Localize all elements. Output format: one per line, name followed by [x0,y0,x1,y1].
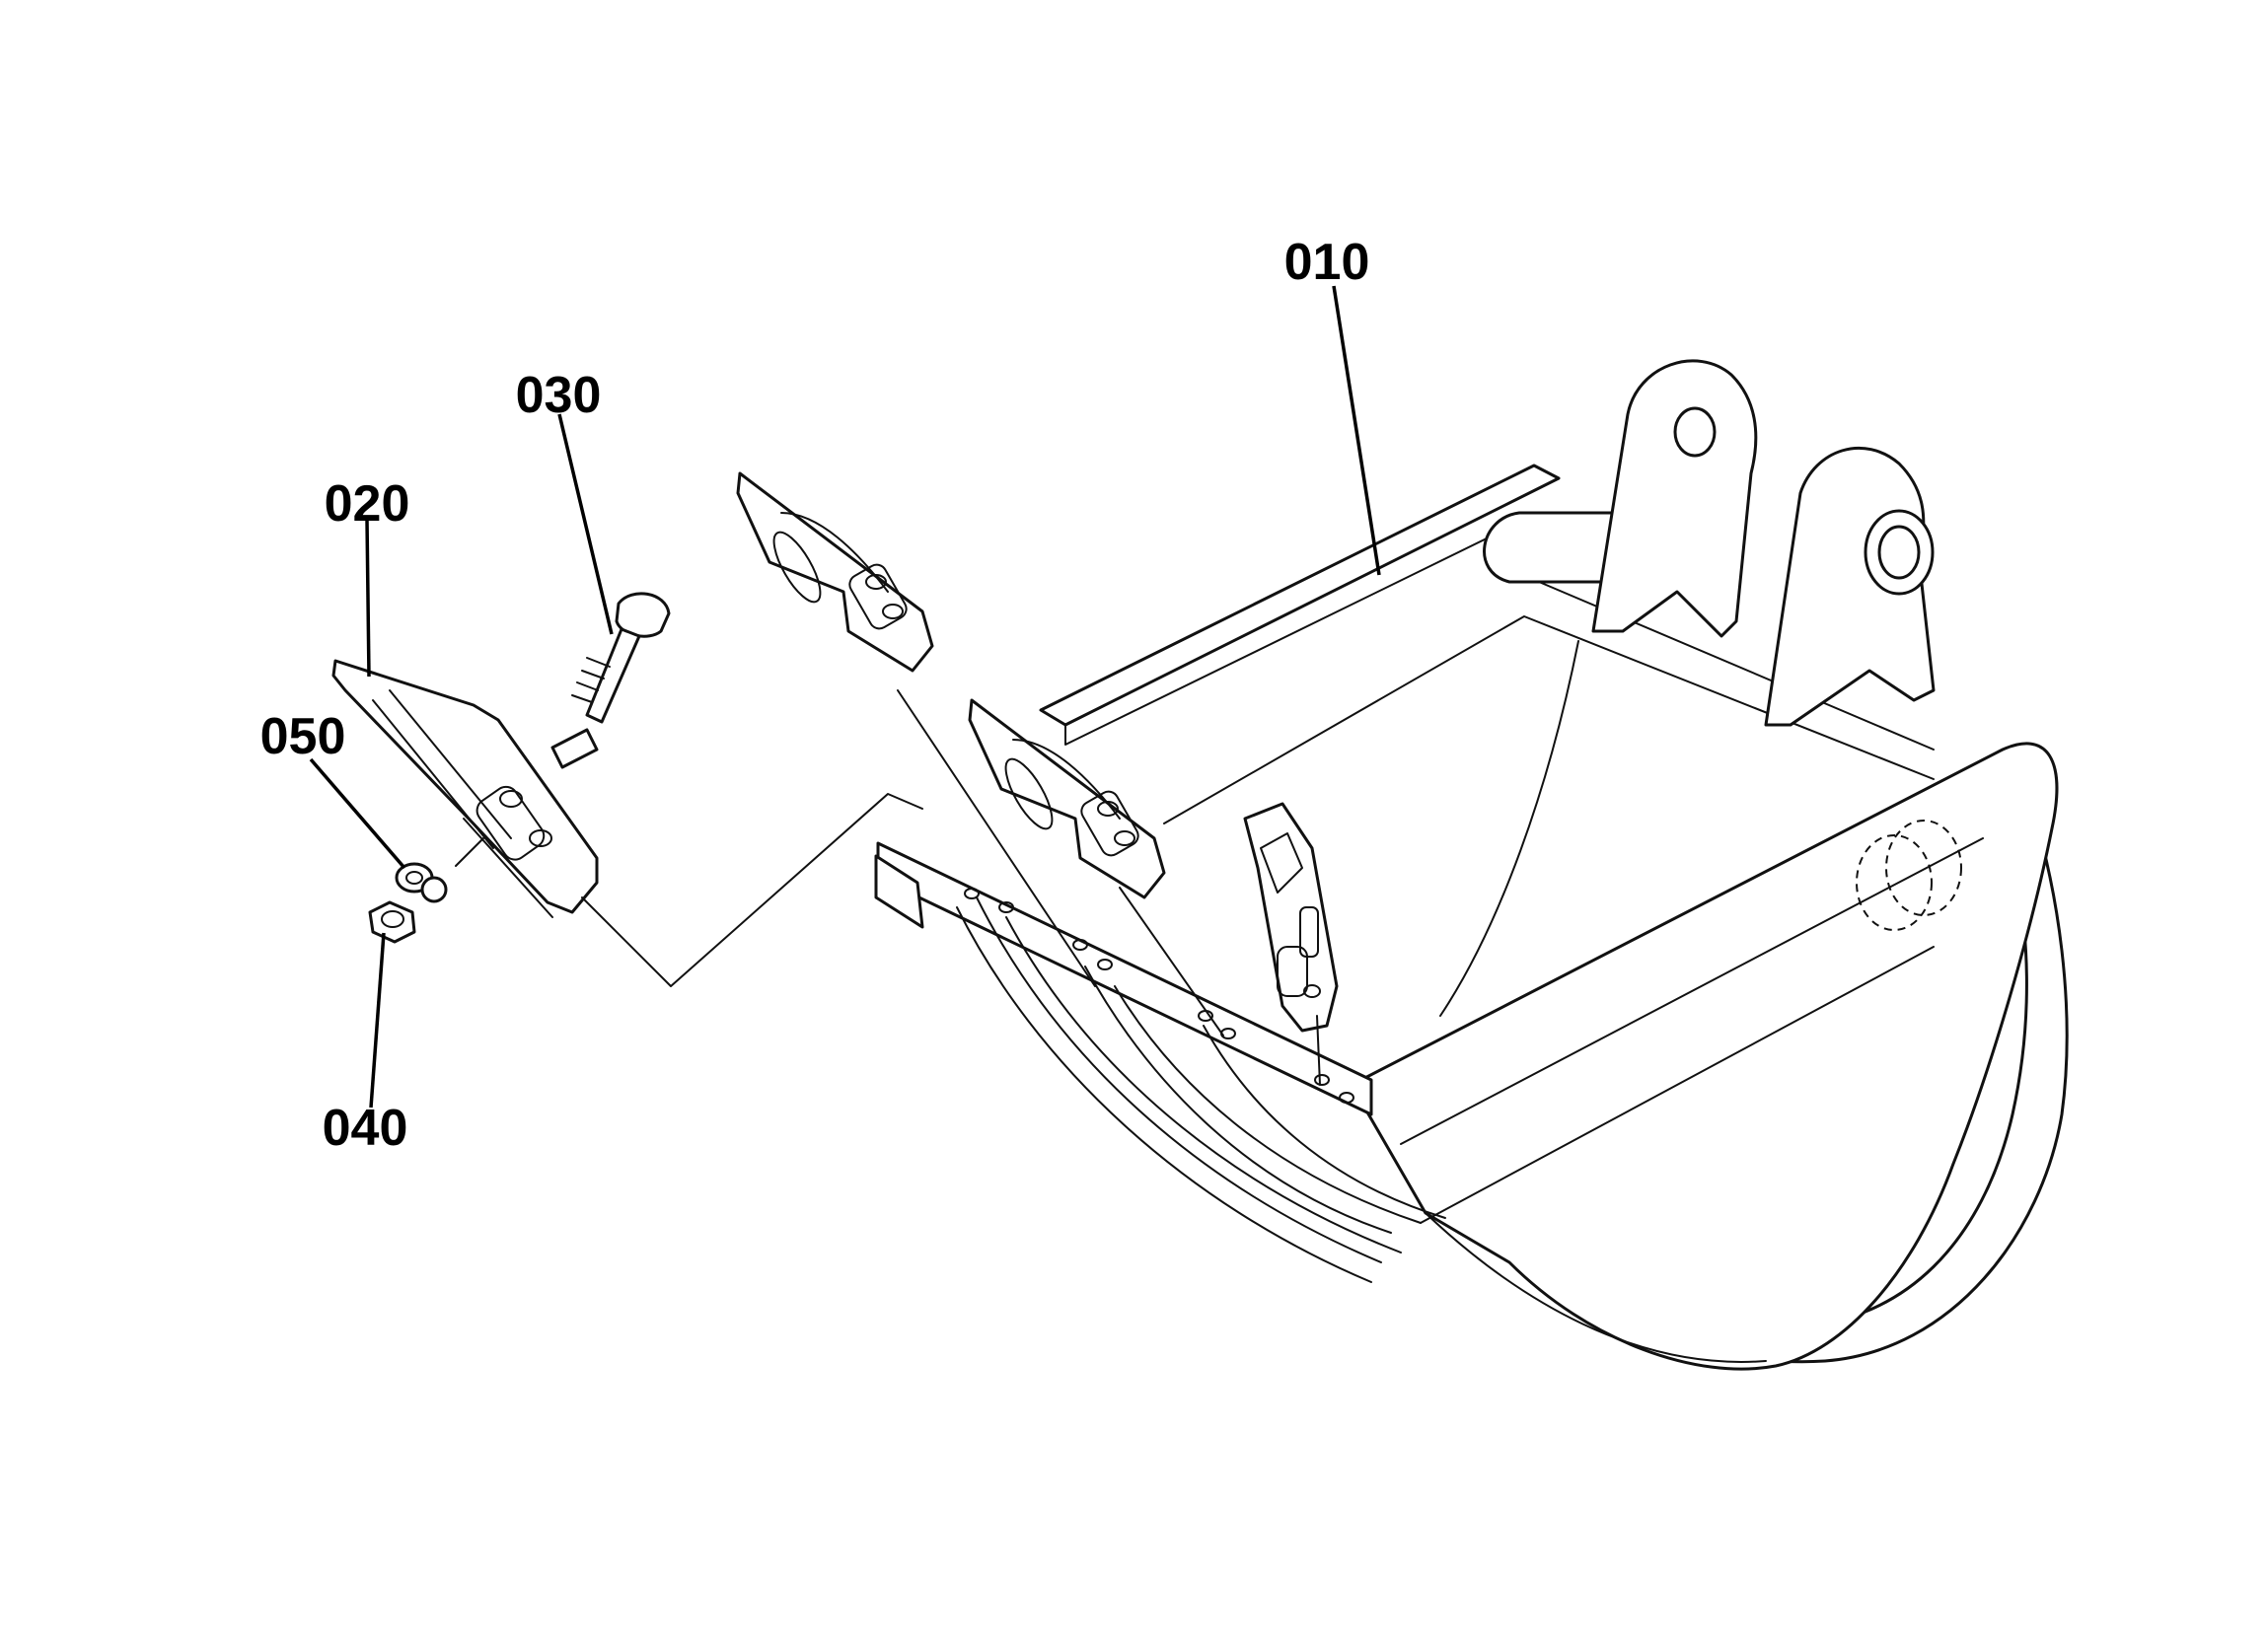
bucket-floor-line-2 [1400,837,1984,1145]
tooth-middle [968,698,1166,899]
leader-040 [369,932,386,1109]
bucket-assembly [874,359,2069,1371]
bucket-bottom-rib-6 [1203,1025,1446,1219]
bucket-bottom-rib-1 [956,906,1372,1283]
bucket-bottom-rib-4 [1084,966,1392,1234]
leader-020 [365,519,371,678]
hidden-bushing-front [1885,820,1962,916]
bucket-bottom-rib-2 [976,896,1382,1263]
callout-label-030: 030 [516,367,602,424]
callout-label-020: 020 [325,475,410,533]
callout-label-040: 040 [323,1100,408,1157]
bucket-right-side-plate [1350,742,2059,1371]
side-plate-alignment-line [581,793,923,987]
leader-010 [1332,285,1381,576]
part-030-bolt [550,592,671,769]
part-050-washer [395,862,448,903]
bucket-floor-line [1420,946,1935,1224]
pin-boss-inner [1877,525,1921,580]
alignment-line-middle [1119,887,1224,1037]
side-cutter [1243,802,1339,1033]
ear-pin-hole-left [1673,406,1717,458]
leader-030 [557,413,614,635]
bucket-bottom-rib-3 [1005,916,1402,1253]
bucket-top-rim [1039,464,1561,727]
alignment-line-upper [897,689,1096,987]
bucket-bottom-rib-5 [1114,985,1422,1224]
bucket-mounting-ear-left [1591,359,1758,638]
bucket-inner-back-wall [1163,615,1935,824]
leader-050 [309,757,406,870]
bucket-left-wall [1064,512,1540,746]
cutting-edge-bolt-holes [964,888,1354,1104]
bolt-alignment-line [455,837,484,867]
callout-label-010: 010 [1284,234,1370,291]
alignment-line-cutter [1316,1015,1321,1086]
tooth-upper [736,471,934,673]
callout-label-050: 050 [260,708,346,765]
part-020-side-plate [331,659,599,918]
hidden-bushing-back [1856,834,1933,931]
part-040-nut [368,900,416,944]
bucket-right-plate-edge [1425,1212,1767,1363]
bucket-inner-curve [1439,640,1579,1017]
bucket-cutting-edge-end [874,854,924,929]
